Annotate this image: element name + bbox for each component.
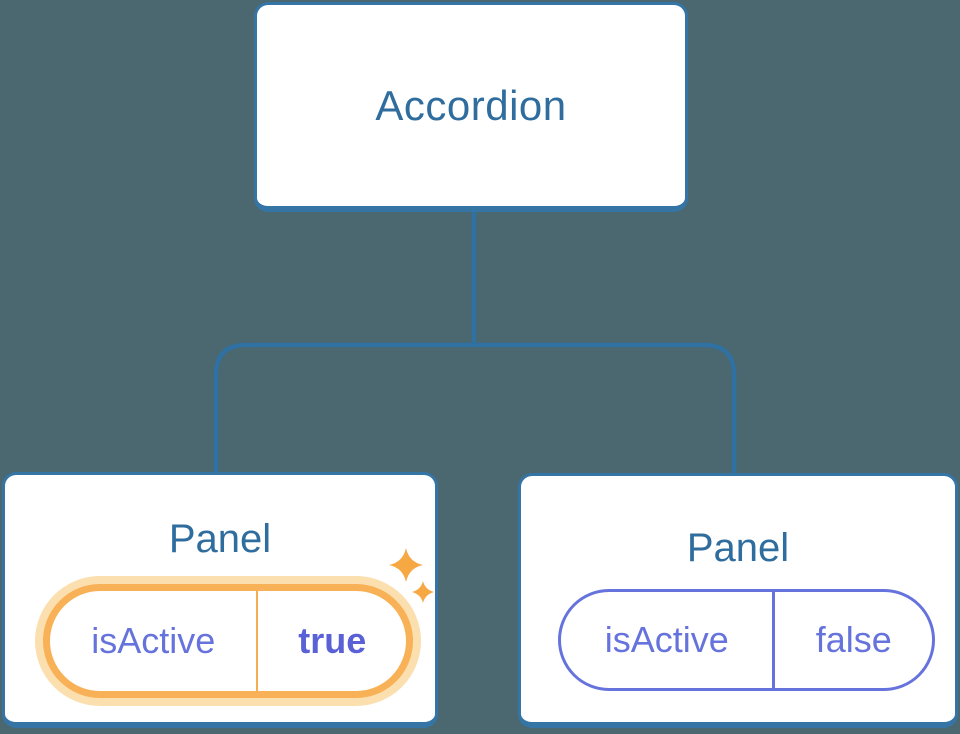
- state-name-label: isActive: [561, 592, 776, 688]
- sparkles-icon: [389, 548, 434, 603]
- state-pill-inactive: isActive false: [558, 589, 935, 691]
- accordion-node: Accordion: [254, 2, 688, 212]
- state-value-label: false: [815, 619, 892, 660]
- panel-title: Panel: [686, 526, 790, 570]
- state-pill-active: isActive true: [43, 584, 413, 698]
- accordion-node-label: Accordion: [375, 81, 567, 129]
- state-value-label: true: [298, 620, 367, 661]
- panel-node-inactive: Panel isActive false: [518, 473, 958, 728]
- panel-node-active: Panel isActive true: [2, 472, 438, 728]
- state-name-label: isActive: [50, 591, 259, 691]
- panel-title: Panel: [168, 517, 272, 561]
